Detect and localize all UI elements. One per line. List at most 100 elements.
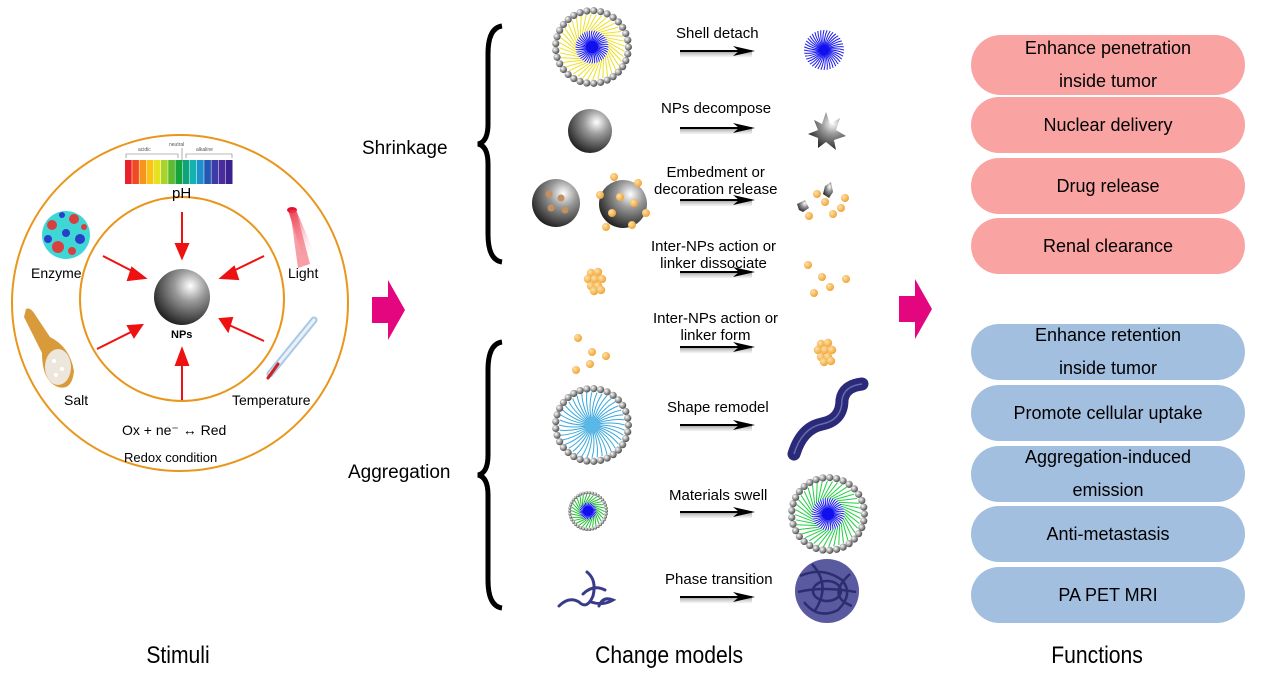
function-renal-clearance: Renal clearance [971,218,1245,274]
function-anti-metastasis: Anti-metastasis [971,506,1245,562]
ph-bracket [125,153,233,158]
orange-particle [826,283,834,291]
orange-particle [827,345,837,355]
transition-arrow [680,592,755,603]
orange-particle [842,275,850,283]
transition-label-linker-form: Inter-NPs action or linker form [653,310,779,344]
function-text-line: Enhance penetration [1024,38,1192,58]
function-text-line: Aggregation-induced [1024,447,1192,467]
core-micelle-icon [803,29,845,71]
orange-particle [597,274,607,284]
orange-particle [593,267,603,277]
function-enhance-penetration: Enhance penetration inside tumor [971,35,1245,95]
orange-particle [586,360,594,368]
embedded-np-icon [532,179,580,227]
transition-arrow [680,123,755,134]
spherical-micelle-icon [552,385,632,465]
orange-particle [823,338,833,348]
category-aggregation: Aggregation [348,462,451,483]
dispersed-nanoparticles-icon [804,261,850,297]
orange-particle [818,273,826,281]
aggregation-brace [477,339,503,611]
function-promote-uptake: Promote cellular uptake [971,385,1245,441]
column-title-change-models: Change models [595,642,744,669]
worm-micelle-icon [787,377,869,461]
ph-color-strip [125,148,233,184]
nanoparticle-cluster-icon [583,267,607,296]
thermometer-icon [266,316,318,380]
transition-arrow [680,267,755,278]
orange-particle [810,289,818,297]
function-text-line: PA PET MRI [1058,584,1158,605]
light-icon [287,207,320,268]
transition-label-shell-detach: Shell detach [676,25,759,42]
orange-particle [572,366,580,374]
shrinkage-brace [477,23,503,265]
flow-arrow-models-to-functions [899,279,932,339]
ph-scale [124,146,234,190]
transition-label-shape-remodel: Shape remodel [667,399,769,416]
transition-label-nps-decompose: NPs decompose [661,100,772,117]
orange-particle [596,285,606,295]
ph-neutral-label: neutral [169,142,185,148]
column-title-functions: Functions [1051,642,1143,669]
ph-color-cell [146,160,154,184]
swollen-micelle-icon [788,474,868,554]
ph-color-cell [161,160,168,184]
released-fragments-icon [797,182,849,220]
function-text-line: inside tumor [1058,71,1158,91]
function-text-line: Renal clearance [1042,235,1174,256]
transition-arrow [680,420,755,431]
nanoparticle-cluster-icon [813,338,837,367]
ph-color-cell [182,160,190,184]
function-text-line: Nuclear delivery [1043,114,1173,135]
ph-acidic-label: acidic [138,147,151,153]
core-shell-micelle-icon [552,7,632,87]
enzyme-label: Enzyme [31,265,82,281]
inner-ring [79,196,285,402]
redox-condition-label: Redox condition [124,450,218,465]
orange-particle [590,274,600,284]
function-aie: Aggregation-induced emission [971,446,1245,502]
ph-color-cell [204,160,211,184]
temperature-label: Temperature [232,392,311,408]
orange-particle [819,357,829,367]
stimulus-arrows [96,212,265,400]
redox-equation: Ox + ne⁻ ↔ Red [122,422,227,438]
transition-arrow [680,342,755,353]
ph-color-cell [175,160,183,184]
light-label: Light [288,265,319,281]
transition-arrow [680,46,755,57]
function-text-line: inside tumor [1058,358,1158,378]
outer-ring [11,134,349,472]
transition-label-phase-transition: Phase transition [665,571,773,588]
dispersed-nanoparticles-icon [572,334,610,374]
ph-color-cell [197,160,204,184]
orange-particle [602,352,610,360]
salt-label: Salt [64,392,89,408]
np-sphere-icon [568,109,612,153]
ph-alkaline-label: alkaline [196,147,213,153]
enzyme-icon [42,211,90,259]
function-text-line: Promote cellular uptake [1013,402,1203,423]
transition-arrow [680,195,755,206]
orange-particle [583,274,593,284]
column-title-stimuli: Stimuli [146,642,210,669]
function-text-line: emission [1072,480,1144,500]
transition-label-embedment: Embedment or decoration release [654,164,778,198]
ph-color-cell [153,160,161,184]
ph-color-cell [225,160,233,184]
ph-color-cell [168,160,175,184]
flow-arrow-stimuli-to-models [372,280,405,340]
decorated-np-icon [596,173,650,231]
ph-color-cell [125,160,132,184]
small-micelle-icon [568,491,608,531]
orange-particle [826,356,836,366]
salt-icon [24,308,74,388]
np-sphere [154,269,210,325]
polymer-chain-icon [557,570,617,608]
ph-label: pH [172,185,192,202]
ph-color-cell [211,160,219,184]
transition-arrow [680,507,755,518]
function-text-line: Enhance retention [1034,325,1182,345]
